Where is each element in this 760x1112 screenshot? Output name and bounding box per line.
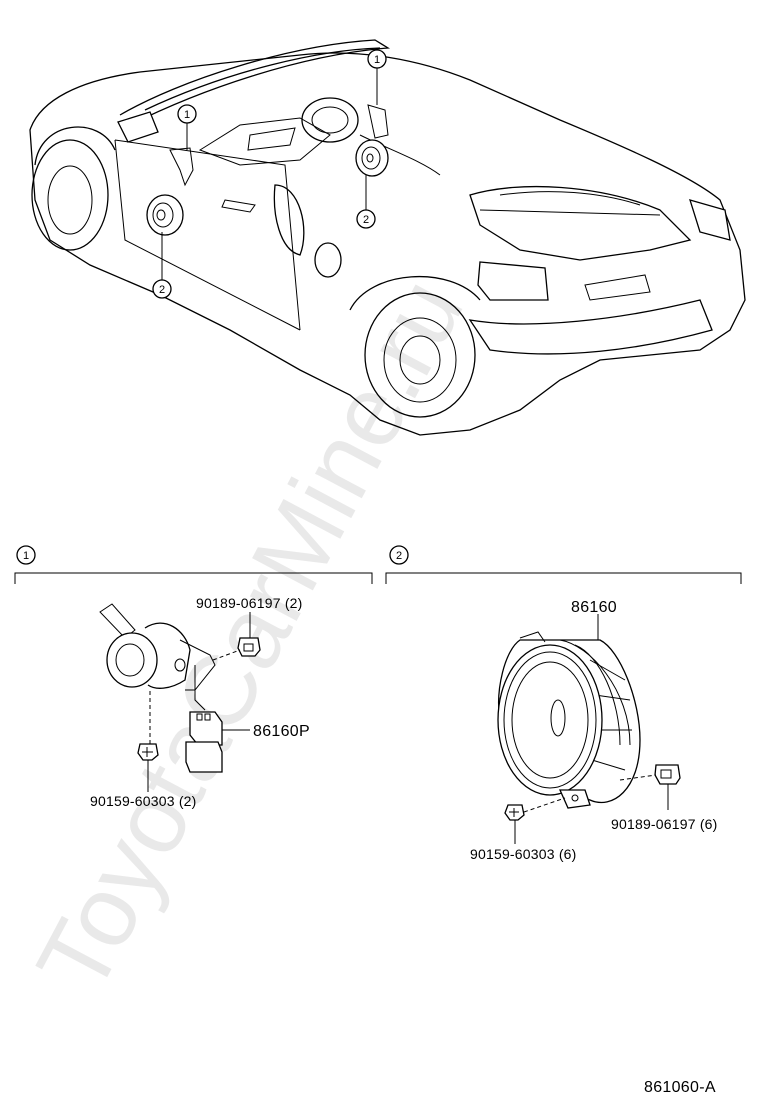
speaker-86160-icon (497, 631, 641, 809)
section-2-marker: 2 (389, 545, 409, 565)
svg-text:2: 2 (363, 214, 369, 226)
tweeter-left-icon (169, 147, 194, 187)
part-label-90189-06197-6: 90189-06197 (6) (611, 816, 718, 832)
nut-90189-icon (237, 637, 261, 657)
figure-code: 861060-A (644, 1079, 716, 1096)
car-illustration (29, 39, 746, 436)
screw-90159-6-icon (504, 804, 525, 821)
part-label-86160P: 86160P (253, 723, 310, 740)
part-label-86160: 86160 (571, 599, 617, 616)
door-speaker-right-icon (355, 139, 389, 177)
door-speaker-left-icon (146, 194, 184, 236)
callout-2-left: 2 (152, 279, 172, 299)
svg-text:1: 1 (23, 550, 29, 562)
part-label-90159-60303-2: 90159-60303 (2) (90, 793, 197, 809)
svg-text:2: 2 (159, 284, 165, 296)
svg-text:1: 1 (184, 109, 190, 121)
callout-1-top: 1 (367, 49, 387, 69)
part-label-90189-06197-2: 90189-06197 (2) (196, 595, 303, 611)
tweeter-86160p-icon (99, 603, 223, 773)
section-1: 1 (14, 545, 373, 809)
screw-90159-icon (137, 743, 159, 761)
section-1-marker: 1 (16, 545, 36, 565)
nut-90189-6-icon (654, 764, 681, 785)
svg-text:1: 1 (374, 54, 380, 66)
callout-1-left: 1 (177, 104, 197, 124)
tweeter-right-icon (367, 104, 389, 139)
part-label-90159-60303-6: 90159-60303 (6) (470, 846, 577, 862)
section-2: 2 (385, 545, 742, 862)
callout-2-right: 2 (356, 209, 376, 229)
svg-text:2: 2 (396, 550, 402, 562)
